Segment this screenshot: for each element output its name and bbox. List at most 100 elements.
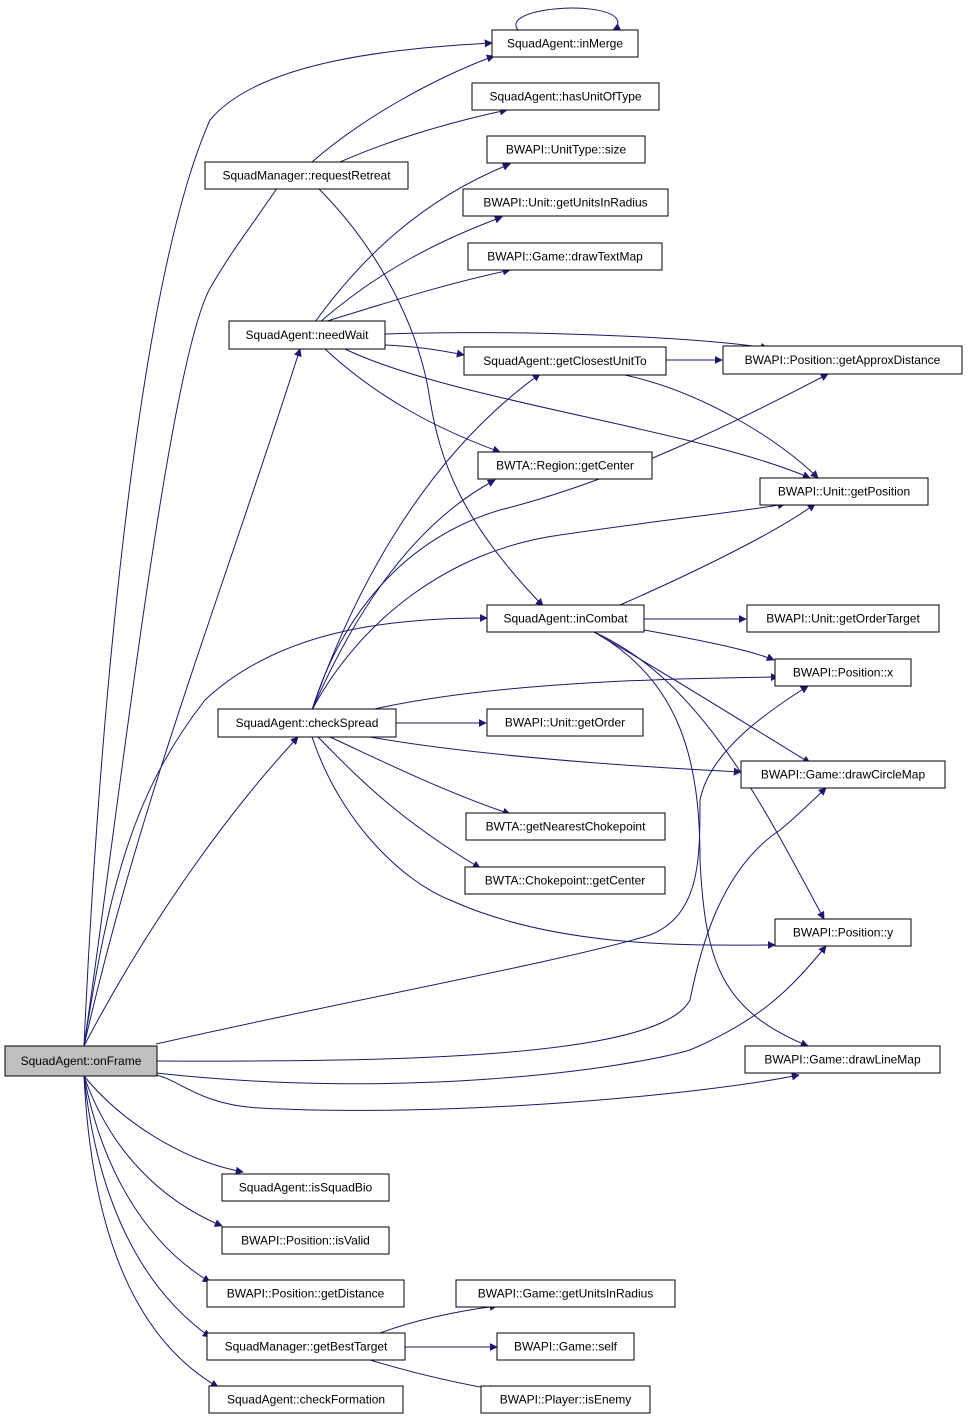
node-gameSelf[interactable]: BWAPI::Game::self (496, 1332, 635, 1361)
node-box (467, 242, 663, 271)
node-box (491, 29, 639, 58)
edge (83, 736, 299, 1047)
edge (155, 945, 827, 1085)
node-label: SquadAgent::inCombat (503, 612, 628, 626)
node-box (217, 708, 397, 738)
node-getOrderTarget[interactable]: BWAPI::Unit::getOrderTarget (746, 604, 940, 633)
node-label: SquadAgent::onFrame (21, 1054, 142, 1068)
edge (379, 1302, 498, 1334)
node-label: SquadAgent::getClosestUnitTo (483, 354, 647, 368)
node-getOrder[interactable]: BWAPI::Unit::getOrder (486, 708, 644, 737)
edge (155, 787, 827, 1062)
node-label: BWAPI::Player::isEnemy (500, 1393, 632, 1407)
edge (311, 501, 786, 711)
edge (155, 1072, 800, 1111)
node-drawLineMap[interactable]: BWAPI::Game::drawLineMap (744, 1045, 941, 1074)
node-box (455, 1279, 676, 1308)
node-box (486, 604, 645, 633)
node-box (204, 161, 409, 190)
node-getPosition[interactable]: BWAPI::Unit::getPosition (759, 477, 929, 506)
node-getNearestChokepoint[interactable]: BWTA::getNearestChokepoint (465, 812, 666, 841)
edge (83, 165, 293, 1047)
node-label: BWAPI::Unit::getPosition (778, 485, 910, 499)
node-label: BWAPI::Game::getUnitsInRadius (478, 1287, 654, 1301)
edge (339, 107, 508, 163)
node-inMerge[interactable]: SquadAgent::inMerge (491, 29, 639, 58)
node-requestRetreat[interactable]: SquadManager::requestRetreat (204, 161, 409, 190)
node-isSquadBio[interactable]: SquadAgent::isSquadBio (221, 1173, 390, 1202)
node-drawCircleMap[interactable]: BWAPI::Game::drawCircleMap (740, 760, 946, 789)
node-checkSpread[interactable]: SquadAgent::checkSpread (217, 708, 397, 738)
edge (384, 344, 465, 358)
edge (593, 631, 809, 1047)
node-posX[interactable]: BWAPI::Position::x (774, 658, 912, 687)
node-chokepointGetCenter[interactable]: BWTA::Chokepoint::getCenter (464, 866, 666, 895)
node-posY[interactable]: BWAPI::Position::y (774, 918, 912, 947)
edge (155, 685, 809, 1045)
node-hasUnitOfType[interactable]: SquadAgent::hasUnitOfType (471, 82, 660, 111)
node-label: BWAPI::Position::getDistance (227, 1287, 385, 1301)
edge (643, 629, 775, 661)
node-inCombat[interactable]: SquadAgent::inCombat (486, 604, 645, 633)
edge (329, 736, 511, 816)
node-isEnemy[interactable]: BWAPI::Player::isEnemy (480, 1385, 651, 1414)
node-box (480, 1385, 651, 1414)
node-getUnitsInRadiusUnit[interactable]: BWAPI::Unit::getUnitsInRadius (462, 188, 669, 217)
node-box (465, 812, 666, 841)
edge (317, 736, 481, 869)
node-getApproxDistance[interactable]: BWAPI::Position::getApproxDistance (722, 345, 963, 375)
node-label: BWAPI::Game::self (514, 1340, 618, 1354)
node-label: BWAPI::Position::getApproxDistance (745, 353, 941, 367)
edge (311, 373, 829, 711)
node-getClosestUnitTo[interactable]: SquadAgent::getClosestUnitTo (463, 346, 667, 376)
edge (619, 503, 816, 606)
node-box (221, 1173, 390, 1202)
edge (593, 631, 825, 920)
node-box (722, 345, 963, 375)
node-label: SquadAgent::needWait (246, 328, 370, 342)
node-box (486, 708, 644, 737)
node-label: BWAPI::Unit::getOrderTarget (766, 612, 920, 626)
node-box (464, 866, 666, 895)
node-needWait[interactable]: SquadAgent::needWait (228, 320, 386, 350)
node-box (463, 346, 667, 376)
node-label: BWAPI::Unit::getUnitsInRadius (483, 196, 647, 210)
edge (311, 479, 496, 711)
edge (384, 332, 769, 351)
node-box (477, 451, 653, 480)
node-isValid[interactable]: BWAPI::Position::isValid (221, 1226, 390, 1255)
edge (83, 1075, 223, 1227)
node-label: BWAPI::Position::y (793, 926, 893, 940)
edge (324, 348, 501, 454)
node-label: SquadAgent::checkSpread (236, 716, 379, 730)
node-box (471, 82, 660, 111)
node-getDistance[interactable]: BWAPI::Position::getDistance (206, 1279, 405, 1308)
node-getBestTarget[interactable]: SquadManager::getBestTarget (206, 1332, 406, 1361)
edge (369, 673, 779, 711)
edge (83, 1075, 211, 1283)
node-checkFormation[interactable]: SquadAgent::checkFormation (208, 1385, 404, 1414)
node-box (208, 1385, 404, 1414)
edge (311, 373, 541, 711)
node-label: BWTA::Region::getCenter (496, 459, 634, 473)
node-box (759, 477, 929, 506)
node-box (746, 604, 940, 633)
node-label: BWTA::Chokepoint::getCenter (485, 874, 646, 888)
function-nodes: SquadAgent::onFrame SquadAgent::inMergeSq… (4, 29, 963, 1414)
edge (311, 54, 495, 163)
node-box (221, 1226, 390, 1255)
edge (619, 373, 819, 479)
node-regionGetCenter[interactable]: BWTA::Region::getCenter (477, 451, 653, 480)
node-box (740, 760, 946, 789)
node-utSize[interactable]: BWAPI::UnitType::size (486, 135, 646, 164)
node-drawTextMap[interactable]: BWAPI::Game::drawTextMap (467, 242, 663, 271)
node-gameGetUnitsInRadius[interactable]: BWAPI::Game::getUnitsInRadius (455, 1279, 676, 1308)
node-box (496, 1332, 635, 1361)
node-onFrame[interactable]: SquadAgent::onFrame (4, 1045, 158, 1077)
edge (83, 39, 493, 1047)
edge (311, 736, 776, 950)
node-label: BWAPI::Position::isValid (241, 1234, 370, 1248)
node-label: BWAPI::UnitType::size (506, 143, 627, 157)
node-label: SquadManager::getBestTarget (225, 1340, 388, 1354)
